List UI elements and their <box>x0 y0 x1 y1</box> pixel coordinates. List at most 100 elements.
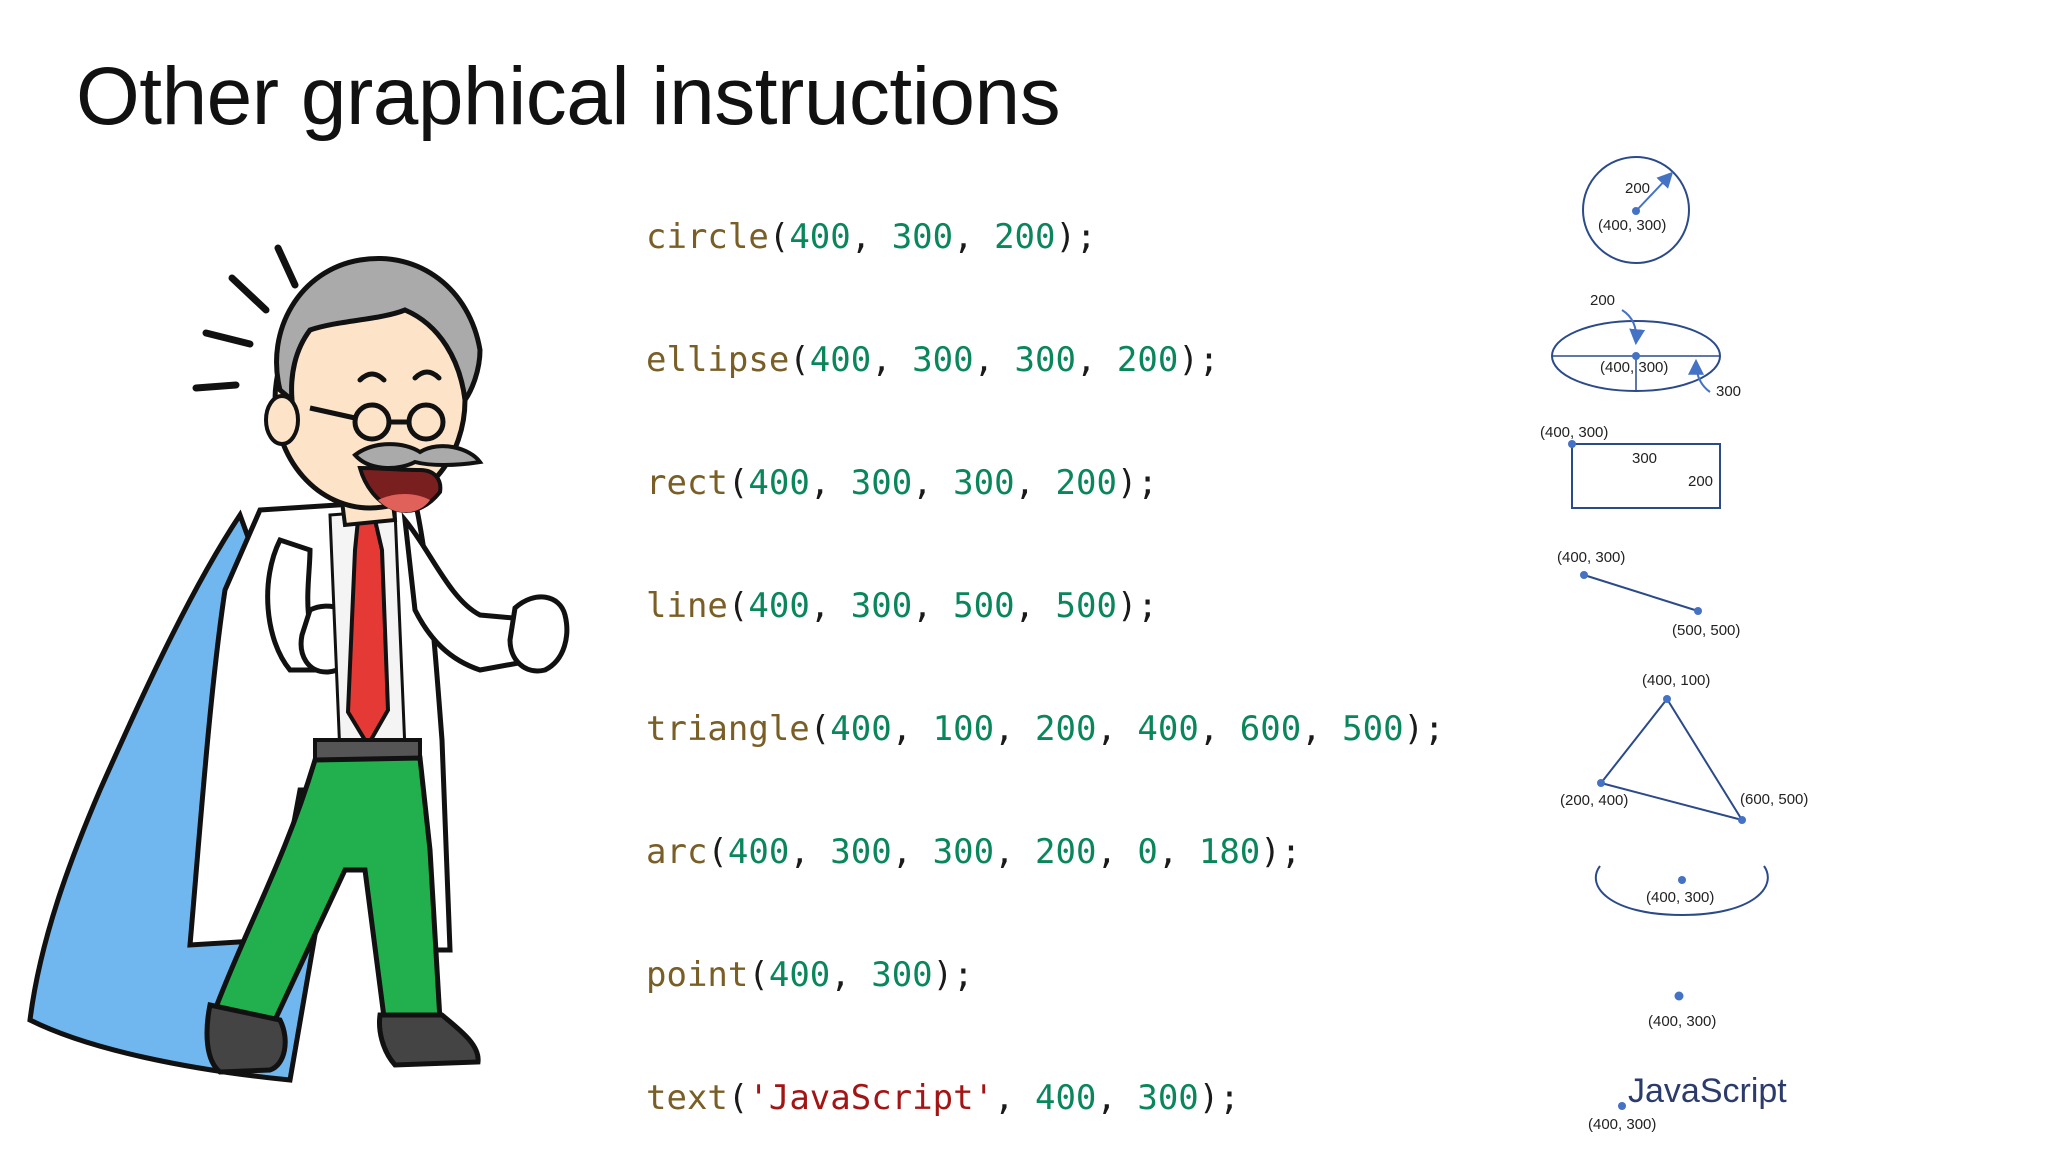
hair <box>274 256 483 407</box>
code-line-circle: circle(400, 300, 200); <box>646 217 1096 257</box>
code-argument: 400 <box>1034 1078 1097 1118</box>
scientist-figure <box>27 244 570 1083</box>
text-anchor-label: (400, 300) <box>1588 1116 1656 1133</box>
code-argument: 300 <box>932 832 995 872</box>
ellipse-diagram: 200 (400, 300) 300 <box>1551 292 1741 400</box>
code-close-paren: ); <box>1055 217 1097 257</box>
rect-diagram: (400, 300) 300 200 <box>1540 424 1721 509</box>
excitement-lines <box>192 244 299 392</box>
code-function-name: triangle <box>646 709 810 749</box>
fist-right <box>507 594 570 674</box>
circle-center-dot <box>1632 207 1640 215</box>
code-argument: 300 <box>871 955 933 995</box>
code-argument: 100 <box>932 709 995 749</box>
shoe-right <box>377 1012 481 1068</box>
text-sample-word: JavaScript <box>1628 1072 1787 1110</box>
code-argument: 400 <box>727 832 790 872</box>
code-argument: 300 <box>1137 1078 1199 1118</box>
code-argument: 300 <box>850 586 913 626</box>
code-function-name: point <box>646 955 749 995</box>
eyes <box>357 369 442 383</box>
code-line-point: point(400, 300); <box>646 955 974 995</box>
code-comma: , <box>850 217 892 257</box>
code-comma: , <box>953 217 995 257</box>
code-argument: 500 <box>1055 586 1117 626</box>
code-comma: , <box>809 586 851 626</box>
triangle-right-label: (600, 500) <box>1740 791 1808 808</box>
code-close-paren: ); <box>1403 709 1445 749</box>
code-argument: 300 <box>891 217 954 257</box>
code-argument: 400 <box>830 709 892 749</box>
code-comma: , <box>973 340 1015 380</box>
code-comma: , <box>994 709 1035 749</box>
code-open-paren: ( <box>707 832 728 872</box>
triangle-top-dot <box>1663 695 1671 703</box>
code-argument: 180 <box>1198 832 1261 872</box>
rect-width-label: 300 <box>1632 450 1657 467</box>
code-comma: , <box>871 340 913 380</box>
tie <box>345 518 391 749</box>
code-line-triangle: triangle(400, 100, 200, 400, 600, 500); <box>646 709 1445 749</box>
ellipse-height-label: 200 <box>1590 292 1615 309</box>
ellipse-height-arrow <box>1621 309 1646 346</box>
code-function-name: text <box>646 1078 728 1118</box>
code-open-paren: ( <box>809 709 831 749</box>
rect-corner-label: (400, 300) <box>1540 424 1608 441</box>
code-close-paren: ); <box>1260 832 1302 872</box>
scientist-illustration <box>10 230 570 1130</box>
triangle-left-dot <box>1597 779 1605 787</box>
code-open-paren: ( <box>727 463 749 503</box>
code-argument: 400 <box>1137 709 1199 749</box>
arc-center-label: (400, 300) <box>1646 889 1714 906</box>
point-diagram: (400, 300) <box>1648 991 1716 1030</box>
line-diagram: (400, 300) (500, 500) <box>1557 549 1740 639</box>
ellipse-center-dot <box>1632 352 1640 360</box>
code-comma: , <box>789 832 831 872</box>
code-function-name: arc <box>646 832 708 872</box>
line-start-label: (400, 300) <box>1557 549 1625 566</box>
code-argument: 600 <box>1239 709 1302 749</box>
slide-title: Other graphical instructions <box>76 51 1061 142</box>
code-function-name: ellipse <box>646 340 790 380</box>
point-label: (400, 300) <box>1648 1013 1716 1030</box>
line-start-dot <box>1580 571 1588 579</box>
ear <box>264 394 300 446</box>
code-argument: 200 <box>1035 832 1097 872</box>
shoe-left <box>204 1002 288 1075</box>
mustache <box>352 442 484 470</box>
code-argument: 0 <box>1137 832 1158 872</box>
code-close-paren: ); <box>932 955 974 995</box>
ellipse-width-arrow <box>1688 358 1711 393</box>
code-close-paren: ); <box>1198 1078 1240 1118</box>
code-comma: , <box>1096 709 1138 749</box>
code-argument: 200 <box>1116 340 1179 380</box>
code-comma: , <box>830 955 872 995</box>
rect-height-label: 200 <box>1688 473 1713 490</box>
code-argument: 400 <box>748 586 810 626</box>
code-argument: 300 <box>850 463 913 503</box>
rect-corner-dot <box>1568 440 1576 448</box>
code-argument: 500 <box>953 586 1015 626</box>
code-argument: 300 <box>912 340 974 380</box>
triangle-left-label: (200, 400) <box>1560 792 1628 809</box>
code-open-paren: ( <box>768 217 790 257</box>
pants <box>211 755 443 1028</box>
code-comma: , <box>1198 709 1240 749</box>
code-argument: 200 <box>1035 709 1097 749</box>
code-comma: , <box>1014 463 1056 503</box>
code-comma: , <box>912 463 954 503</box>
code-comma: , <box>891 832 933 872</box>
code-argument: 200 <box>994 217 1056 257</box>
circle-diagram: 200 (400, 300) <box>1582 156 1690 264</box>
code-line-line: line(400, 300, 500, 500); <box>646 586 1158 626</box>
arc-diagram: (400, 300) <box>1594 865 1769 917</box>
triangle-right-dot <box>1738 816 1746 824</box>
code-argument: 400 <box>768 955 831 995</box>
line-shape <box>1583 574 1699 612</box>
code-open-paren: ( <box>789 340 810 380</box>
code-argument: 300 <box>1014 340 1076 380</box>
code-open-paren: ( <box>727 1078 749 1118</box>
code-comma: , <box>1014 586 1056 626</box>
code-line-arc: arc(400, 300, 300, 200, 0, 180); <box>646 832 1301 872</box>
